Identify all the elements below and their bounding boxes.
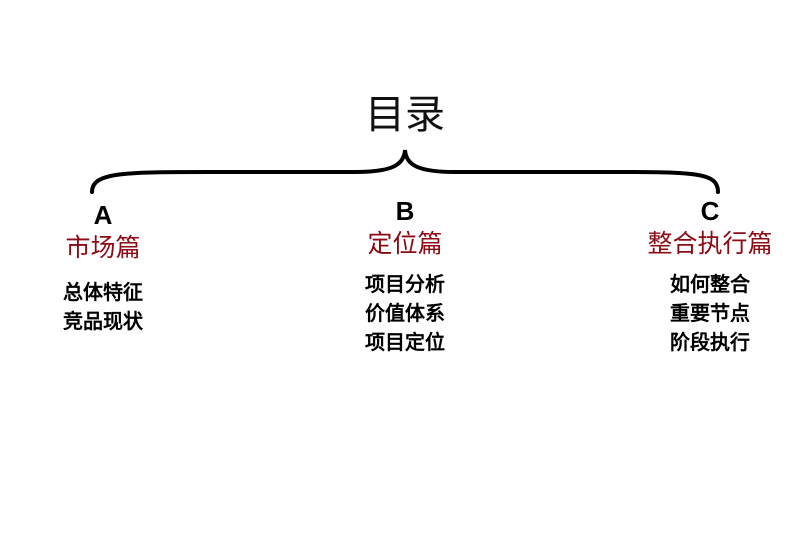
list-item: 项目定位	[365, 330, 445, 354]
section-b-letter: B	[395, 196, 415, 226]
section-a-letter: A	[93, 200, 113, 230]
list-item: 竞品现状	[63, 309, 143, 333]
list-item: 项目分析	[365, 272, 445, 296]
list-item: 重要节点	[670, 301, 750, 325]
section-b-items: 项目分析 价值体系 项目定位	[345, 270, 465, 357]
page-title: 目录	[365, 92, 445, 138]
section-c: C 整合执行篇 如何整合 重要节点 阶段执行	[628, 196, 792, 357]
section-a: A 市场篇 总体特征 竞品现状	[48, 200, 158, 336]
list-item: 总体特征	[63, 280, 143, 304]
section-b-heading: 定位篇	[367, 229, 443, 258]
section-c-heading: 整合执行篇	[647, 229, 773, 258]
section-c-letter: C	[700, 196, 720, 226]
section-a-items: 总体特征 竞品现状	[48, 278, 158, 336]
list-item: 价值体系	[365, 301, 445, 325]
section-a-heading: 市场篇	[65, 233, 141, 262]
section-b: B 定位篇 项目分析 价值体系 项目定位	[345, 196, 465, 357]
list-item: 阶段执行	[670, 330, 750, 354]
section-c-items: 如何整合 重要节点 阶段执行	[628, 270, 792, 357]
list-item: 如何整合	[670, 272, 750, 296]
